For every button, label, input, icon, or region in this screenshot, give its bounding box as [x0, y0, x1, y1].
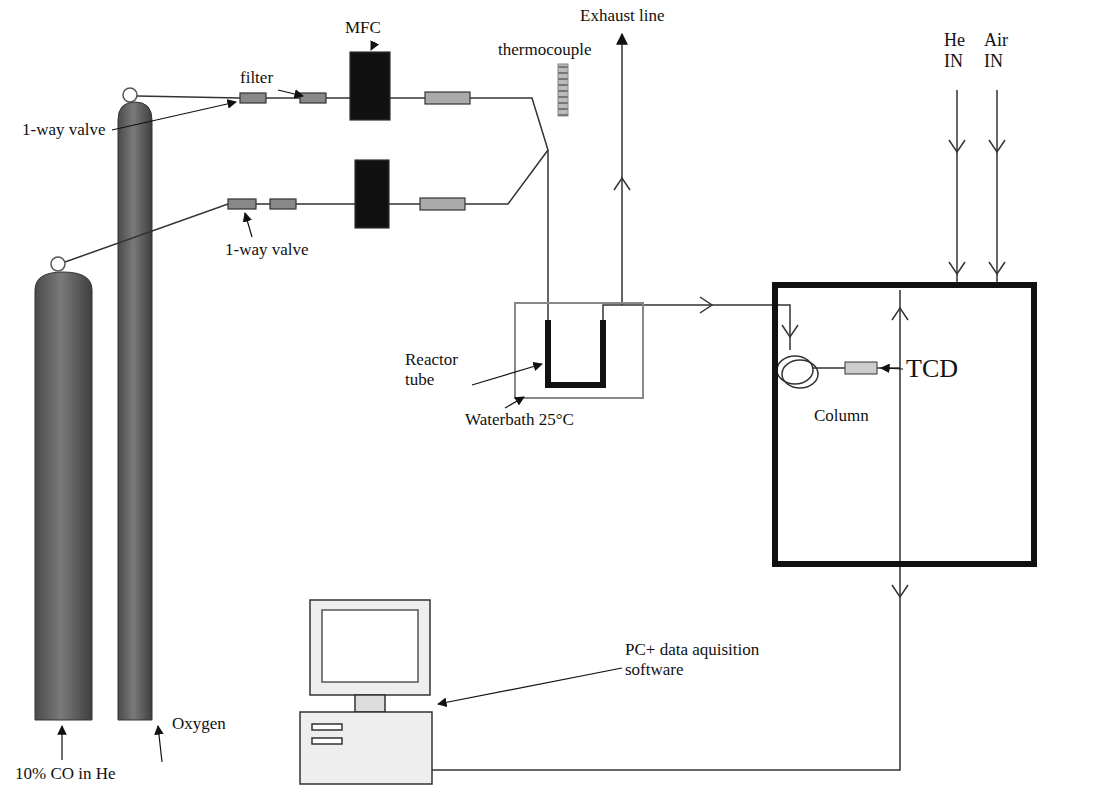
computer	[300, 600, 432, 784]
part-label: PC+ data aquisition software	[625, 640, 800, 680]
part-label: Reactor tube	[405, 350, 475, 390]
gc-oven-box: Column	[772, 282, 1037, 567]
part-label: TCD	[906, 354, 958, 384]
part-label: Exhaust line	[580, 6, 665, 26]
node-label: Column	[814, 406, 869, 426]
part-label: Waterbath 25°C	[465, 410, 574, 430]
part-label: 1-way valve	[225, 240, 309, 260]
flow-chevrons	[614, 140, 1005, 597]
thermocouple-probe	[558, 64, 568, 116]
part-label: He IN	[944, 30, 974, 72]
tcd-detector	[845, 362, 877, 374]
waterbath	[515, 303, 643, 398]
oxygen-cylinder	[118, 88, 152, 720]
part-label: Air IN	[984, 30, 1016, 72]
part-label: 1-way valve	[22, 120, 106, 140]
gas-lines	[65, 34, 997, 770]
co-cylinder	[35, 257, 92, 720]
part-label: filter	[240, 68, 273, 88]
reactor-tube	[548, 320, 603, 385]
part-label: MFC	[345, 18, 381, 38]
column-coil	[777, 356, 818, 388]
part-label: 10% CO in He	[15, 764, 116, 784]
part-label: Oxygen	[172, 714, 226, 734]
part-label: thermocouple	[498, 40, 591, 60]
top-line-components	[240, 52, 470, 120]
lower-line-components	[228, 160, 465, 228]
